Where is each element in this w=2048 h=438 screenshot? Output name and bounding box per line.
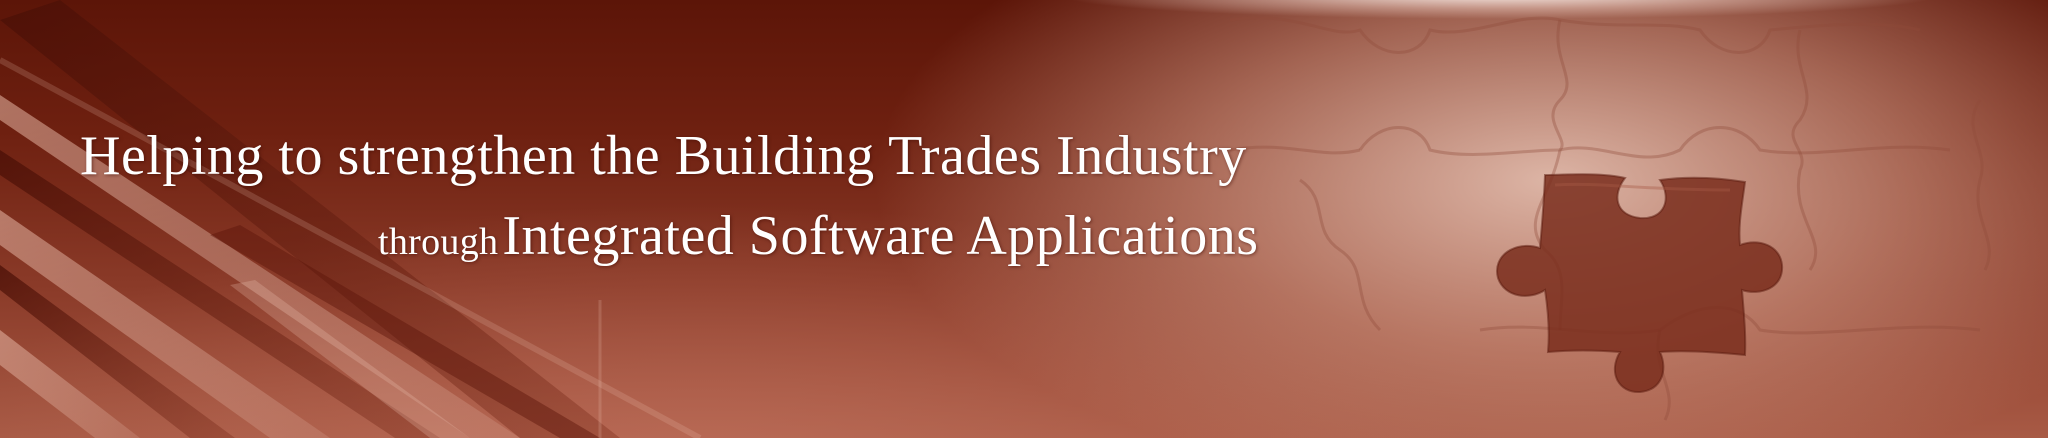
- banner-subline-main: Integrated Software Applications: [502, 205, 1259, 267]
- top-light-glow: [950, 0, 2048, 40]
- banner-subline-prefix: through: [378, 221, 499, 263]
- banner-subline: through Integrated Software Applications: [378, 204, 1259, 268]
- puzzle-piece-dark: [1496, 173, 1784, 394]
- banner-headline: Helping to strengthen the Building Trade…: [80, 125, 1247, 187]
